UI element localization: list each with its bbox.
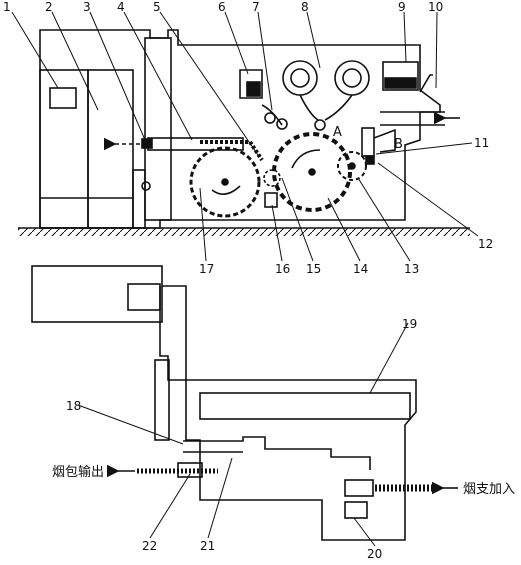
callout-b: B bbox=[394, 137, 403, 152]
reel-left-core bbox=[290, 68, 310, 88]
callout-10: 10 bbox=[428, 0, 443, 14]
cabinet-panel-right bbox=[87, 69, 134, 229]
conveyor-path bbox=[183, 436, 371, 470]
reel-right bbox=[334, 60, 370, 96]
packet-output bbox=[141, 138, 153, 149]
reel-right-core bbox=[342, 68, 362, 88]
callout-5: 5 bbox=[153, 0, 161, 14]
gear-15 bbox=[263, 169, 281, 187]
film-roller bbox=[314, 119, 326, 131]
callout-4: 4 bbox=[117, 0, 125, 14]
cabinet-panel-left bbox=[39, 69, 89, 229]
callout-a: A bbox=[333, 125, 342, 140]
support-column bbox=[144, 37, 172, 221]
film-path bbox=[299, 94, 353, 121]
leader-lines bbox=[11, 11, 479, 547]
callout-20: 20 bbox=[367, 547, 382, 561]
unit-topleft-inner bbox=[127, 283, 161, 311]
feeder-20-base bbox=[344, 501, 368, 519]
callout-15: 15 bbox=[306, 262, 321, 276]
feeder-20 bbox=[344, 479, 374, 497]
callout-18: 18 bbox=[66, 399, 81, 413]
lower-plan bbox=[31, 265, 458, 541]
upper-machine bbox=[18, 29, 470, 236]
wheel-13-hub bbox=[348, 162, 356, 170]
wheel-17 bbox=[189, 146, 261, 218]
callout-16: 16 bbox=[275, 262, 290, 276]
arm-vertical bbox=[154, 359, 170, 441]
callout-13: 13 bbox=[404, 262, 419, 276]
hopper-6-fill bbox=[246, 81, 261, 97]
block-16 bbox=[264, 192, 278, 208]
callout-9: 9 bbox=[398, 0, 406, 14]
output-caption: 烟包输出 bbox=[52, 464, 104, 480]
control-panel bbox=[49, 87, 77, 109]
callout-7: 7 bbox=[252, 0, 260, 14]
callout-8: 8 bbox=[301, 0, 309, 14]
callout-22: 22 bbox=[142, 539, 157, 553]
roller-7b bbox=[276, 118, 288, 130]
pusher-22 bbox=[177, 462, 203, 478]
callout-1: 1 bbox=[3, 0, 11, 14]
bracket-b bbox=[373, 128, 396, 153]
callout-11: 11 bbox=[474, 136, 489, 150]
callout-3: 3 bbox=[83, 0, 91, 14]
connector-arm bbox=[159, 285, 187, 381]
reel-left bbox=[282, 60, 318, 96]
input-caption: 烟支加入 bbox=[463, 482, 515, 497]
wheel-14-hub bbox=[308, 168, 316, 176]
callout-6: 6 bbox=[218, 0, 226, 14]
callout-19: 19 bbox=[402, 317, 417, 331]
guide-7 bbox=[261, 104, 283, 126]
unit-19 bbox=[199, 392, 411, 420]
feed-unit-12 bbox=[365, 155, 375, 165]
wheel-14 bbox=[272, 132, 352, 212]
roller-small bbox=[141, 181, 151, 191]
wheel-14-arc bbox=[291, 149, 321, 169]
feed-hopper bbox=[361, 127, 375, 157]
column-base bbox=[132, 169, 146, 229]
conveyor-chain bbox=[200, 140, 264, 162]
callout-14: 14 bbox=[353, 262, 368, 276]
wheel-17-hub bbox=[221, 178, 229, 186]
hopper-6 bbox=[239, 69, 263, 99]
callout-2: 2 bbox=[45, 0, 53, 14]
callout-12: 12 bbox=[478, 237, 493, 251]
callout-17: 17 bbox=[199, 262, 214, 276]
wheel-17-arc bbox=[211, 185, 241, 195]
roller-7a bbox=[264, 112, 276, 124]
box-9 bbox=[382, 61, 419, 91]
callout-numbers: 1 2 3 4 5 6 7 8 9 10 11 12 13 14 15 16 1… bbox=[3, 0, 493, 561]
callout-21: 21 bbox=[200, 539, 215, 553]
base-frame bbox=[185, 379, 417, 541]
pipe-10 bbox=[419, 74, 433, 93]
box-9-stack bbox=[384, 77, 417, 89]
unit-topleft bbox=[31, 265, 163, 323]
wheel-13 bbox=[337, 151, 367, 181]
ground-hatch bbox=[18, 228, 470, 236]
